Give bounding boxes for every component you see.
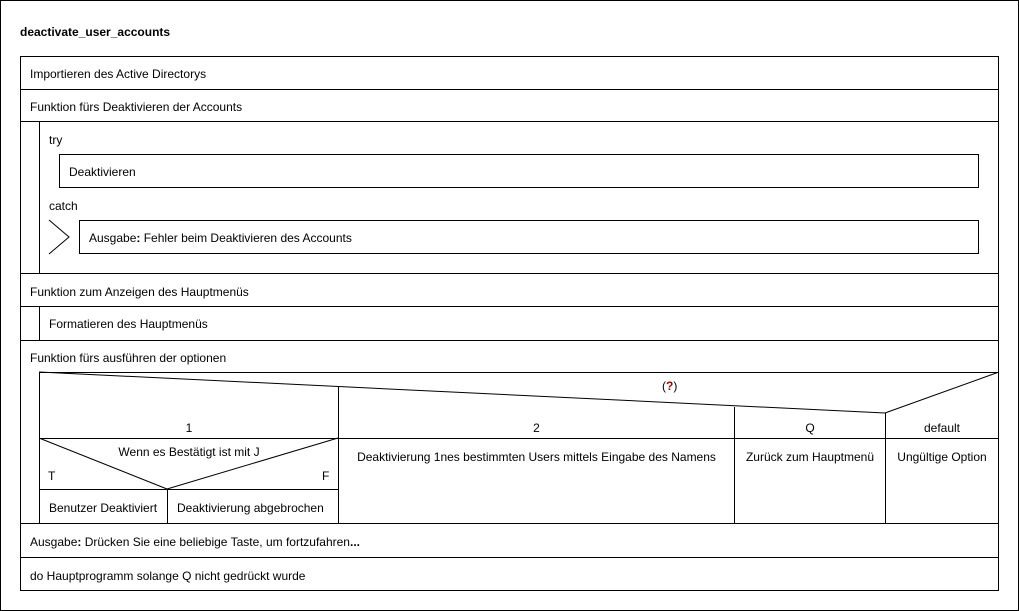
if-condition: Wenn es Bestätigt ist mit J [118, 445, 260, 459]
separator [20, 89, 999, 90]
separator [20, 523, 999, 524]
final-output-text: Drücken Sie eine beliebige Taste, um for… [84, 535, 350, 549]
if-diagonal-right [166, 437, 339, 490]
if-body-line [39, 489, 339, 490]
import-ad-step: Importieren des Active Directorys [30, 67, 207, 81]
switch-default-diagonal [884, 371, 1000, 414]
switch-question: ? [666, 379, 674, 393]
if-false-body: Deaktivierung abgebrochen [177, 501, 324, 515]
separator [20, 340, 999, 341]
try-label: try [49, 133, 63, 147]
case-label-q: Q [805, 421, 815, 435]
case-separator [885, 413, 886, 523]
separator [39, 372, 999, 373]
case-label-1: 1 [185, 421, 193, 435]
function-body-border [39, 121, 40, 273]
diagram-title: deactivate_user_accounts [20, 25, 171, 39]
case-header-line [39, 438, 999, 439]
fn-menu-label: Funktion zum Anzeigen des Hauptmenüs [30, 285, 249, 299]
case-2-body: Deaktivierung 1nes bestimmten Users mitt… [357, 450, 716, 464]
catch-label: catch [49, 199, 78, 213]
output-keyword: Ausgabe [30, 535, 78, 549]
case-label-default: default [923, 421, 961, 435]
if-false-label: F [322, 469, 330, 483]
if-true-label: T [48, 469, 56, 483]
case-default-body: Ungültige Option [897, 450, 987, 464]
catch-block [79, 220, 979, 254]
switch-open: ( [662, 379, 666, 393]
case-separator [338, 387, 339, 523]
function-body-border [39, 306, 40, 340]
switch-condition: (?) [662, 379, 677, 393]
loop-condition: do Hauptprogramm solange Q nicht gedrück… [30, 569, 306, 583]
switch-close: ) [673, 379, 678, 393]
final-output: Ausgabe: Drücken Sie eine beliebige Tast… [30, 535, 360, 549]
if-true-body: Benutzer Deaktiviert [49, 501, 158, 515]
catch-output: Ausgabe: Fehler beim Deaktivieren des Ac… [89, 231, 352, 245]
structogram-box [20, 56, 999, 591]
try-body: Deaktivieren [69, 165, 136, 179]
case-separator [734, 407, 735, 523]
function-body-border [39, 372, 40, 523]
catch-chevron [48, 219, 70, 255]
fn-deactivate-label: Funktion fürs Deaktivieren der Accounts [30, 100, 243, 114]
switch-diagonal [38, 371, 886, 414]
if-diagonal-left [38, 437, 168, 490]
catch-output-text: Fehler beim Deaktivieren des Accounts [143, 231, 352, 245]
final-output-ellipsis: ... [349, 535, 360, 549]
try-block [59, 154, 979, 188]
output-keyword: Ausgabe [89, 231, 137, 245]
fn-menu-body: Formatieren des Hauptmenüs [49, 317, 208, 331]
separator [20, 557, 999, 558]
case-label-2: 2 [533, 421, 540, 435]
fn-options-label: Funktion fürs ausführen der optionen [30, 351, 227, 365]
separator [20, 121, 999, 122]
if-branch-separator [167, 489, 168, 523]
case-q-body: Zurück zum Hauptmenü [745, 450, 875, 464]
separator [20, 273, 999, 274]
separator [20, 306, 999, 307]
